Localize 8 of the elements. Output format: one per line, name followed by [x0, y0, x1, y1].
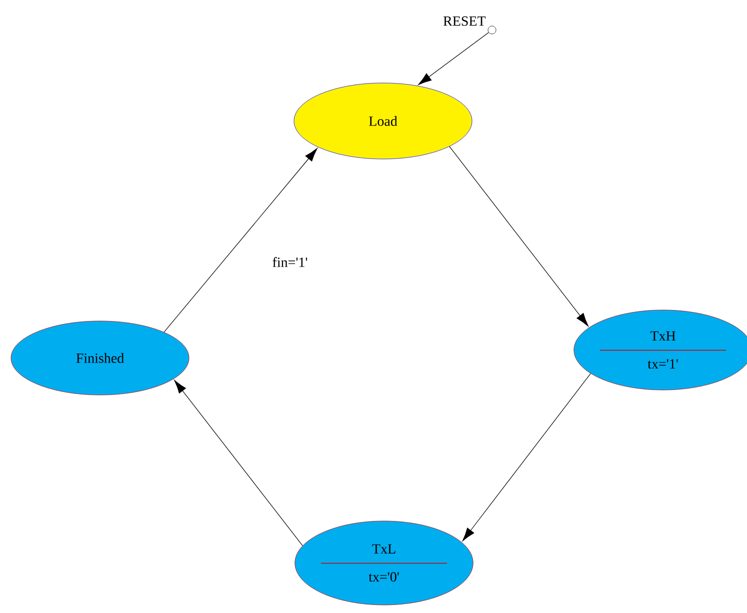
arrow: [418, 32, 489, 86]
edge-label: fin='1': [271, 256, 309, 268]
arrow: [164, 148, 318, 332]
arrow: [174, 380, 303, 546]
arrow: [462, 373, 591, 542]
reset-label: RESET: [443, 16, 486, 26]
arrow: [449, 146, 588, 326]
terminal-circle: [488, 26, 496, 34]
